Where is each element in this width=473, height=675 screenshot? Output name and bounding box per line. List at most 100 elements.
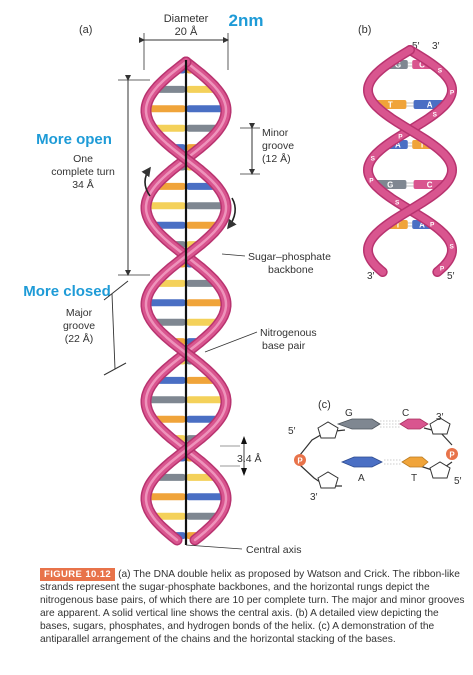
base-t-label: T [411,473,417,484]
base-letter: A [427,101,433,110]
annotation-2nm: 2nm [229,11,264,30]
strand-letter: S [438,68,443,75]
major-groove-line3: (22 Å) [65,332,94,345]
sugar-top-right [429,417,451,435]
base-letter: T [395,221,400,230]
base-pair-rung [186,124,220,132]
base-letter: T [420,141,425,150]
base-pair-label-line1: Nitrogenous [260,327,317,339]
panel-a-label: (a) [79,24,92,36]
base-pair-rung [186,318,220,326]
base-pair-rung [152,124,186,132]
base-letter: A [419,221,425,230]
minor-groove-line2: groove [262,140,294,152]
figure-tag: FIGURE 10.12 [40,568,116,581]
minor-groove-line3: (12 Å) [262,152,291,165]
base-pair-rung [186,202,226,210]
strand-letter: P [369,178,374,185]
base-t-shape [401,456,429,468]
sugar-bottom-left [317,471,339,489]
base-pair-rung [186,493,226,501]
rotation-arrow-right [227,197,237,230]
panel-c-end-3-bottom: 3′ [310,492,318,503]
phosphate-left-label: P [297,457,303,466]
base-pair-rung [186,299,226,307]
figure-caption: FIGURE 10.12(a) The DNA double helix as … [40,568,468,646]
panel-b-end-top-left: 5′ [412,41,420,52]
base-pair-rung [152,512,186,520]
base-letter: A [395,141,401,150]
detail-strand-2-shadow [362,45,458,277]
backbone-label-line2: backbone [268,264,314,276]
base-g-label: G [345,408,353,419]
antiparallel-diagram: G C A T P P 5′ 3′ 3′ 5′ [288,408,462,503]
strand-letter: S [433,112,438,119]
major-groove-tick-top [103,280,129,301]
base-pair-rung [146,105,186,113]
panel-b-end-bottom-left: 3′ [367,271,375,282]
backbone-leader [221,253,246,257]
base-letter: T [388,101,393,110]
double-helix [140,56,232,546]
central-axis-leader [185,544,243,550]
strand-letter: S [449,244,454,251]
panel-c-end-3-top: 3′ [436,412,444,423]
base-letter: C [419,61,425,70]
panel-c-end-5-top: 5′ [288,426,296,437]
base-pair-rung [146,299,186,307]
base-g-shape [336,418,381,430]
strand-letter: P [440,266,445,273]
sugar-bottom-right [429,461,451,479]
phosphate-left [294,454,306,466]
strand-letter: P [398,134,403,141]
detail-strand-2 [364,46,456,276]
base-pair-rung [152,318,186,326]
caption-text: (a) The DNA double helix as proposed by … [40,569,465,645]
panel-b-label: (b) [358,24,371,36]
strand-letter: S [395,200,400,207]
strand-letter: P [430,222,435,229]
major-groove-line1: Major [66,307,93,319]
backbone-label-line1: Sugar–phosphate [248,251,331,263]
panel-b-end-top-right: 3′ [432,41,440,52]
base-pair-leader [204,331,258,353]
major-groove-arrow [111,293,116,370]
minor-groove-line1: Minor [262,127,289,139]
diameter-value: 20 Å [175,25,198,38]
detail-strand-1-shadow [362,45,458,277]
annotation-more-open: More open [36,131,112,148]
base-pair-rung [186,396,226,404]
phosphate-right-label: P [449,451,455,460]
turn-label-line3: 34 Å [72,178,94,191]
base-letter: C [427,181,433,190]
panel-c-label: (c) [318,399,331,411]
base-letter: G [395,61,401,70]
backbone-strand-1-highlight [144,60,228,542]
central-axis-label: Central axis [246,544,301,556]
panel-c-end-5-bottom: 5′ [454,476,462,487]
rise-arrow-bottom [241,468,247,476]
strand-letter: S [371,156,376,163]
base-pair-rung [186,105,226,113]
base-a-label: A [358,473,365,484]
base-letter: G [387,181,393,190]
base-pair-rung [146,202,186,210]
sugar-top-left [317,421,339,439]
annotation-more-closed: More closed [23,283,111,300]
major-groove-line2: groove [63,320,95,332]
base-a-shape [340,456,383,468]
backbone-strand-2-highlight [144,60,228,542]
turn-label-line2: complete turn [51,166,115,178]
base-pair-rung [146,493,186,501]
rise-label: 3.4 Å [237,452,262,465]
phosphate-right [446,448,458,460]
base-c-shape [399,418,429,430]
base-pair-rung [186,512,220,520]
diameter-label: Diameter [164,13,209,25]
base-pair-rung [146,396,186,404]
rotation-arrow-left [141,166,151,197]
detail-strand-1 [364,46,456,276]
panel-b-end-bottom-right: 5′ [447,271,455,282]
